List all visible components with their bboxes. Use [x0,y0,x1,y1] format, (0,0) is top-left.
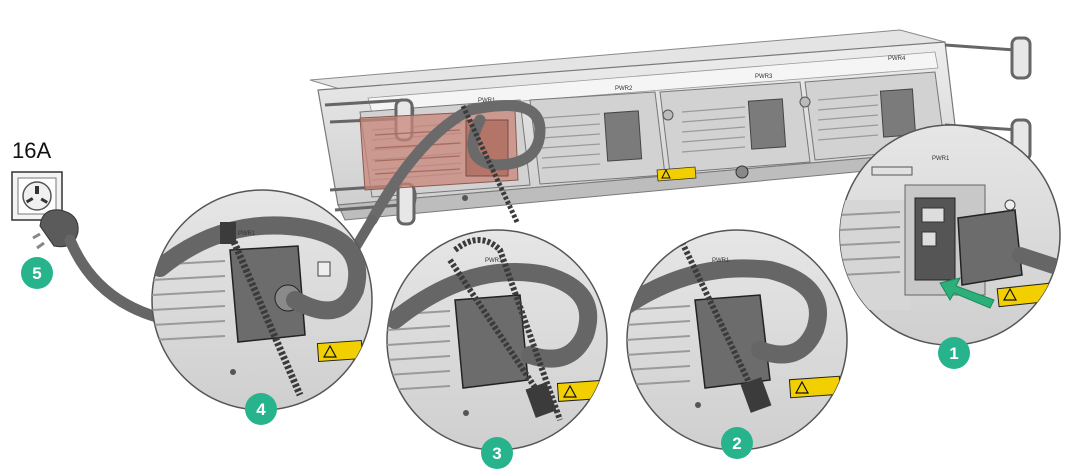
cable-tie-icon [453,237,563,421]
step-badge-2: 2 [721,427,753,459]
callout-step-2: PWR1 [626,229,848,451]
callout-step-3: PWR1 [386,229,608,451]
power-cord [366,100,546,226]
chassis-screw [462,195,468,201]
slot-label-pwr1: PWR1 [478,98,496,104]
warning-icon [794,380,810,394]
warning-icon [661,168,671,179]
psu-slot-3: PWR3 [656,74,811,182]
insert-arrow-icon [939,277,995,309]
svg-text:5: 5 [32,264,41,283]
cable-tie-icon [460,104,520,224]
cable-tie-icon [677,236,758,397]
callout-step-4: PWR1 [151,189,373,411]
svg-text:1: 1 [949,344,958,363]
step-badge-1: 1 [938,337,970,369]
callout-2-slot-label: PWR1 [712,258,730,264]
callout-4-slot-label: PWR1 [238,231,256,237]
chassis: PWR1 PWR2 PWR3 [309,29,1032,226]
svg-text:2: 2 [732,434,741,453]
chassis-screw [735,165,749,179]
step-badge-4: 4 [245,393,277,425]
callout-step-1: PWR1 [839,124,1061,346]
psu-slot-2: PWR2 [529,86,666,185]
wall-outlet: 16A [11,138,166,324]
power-socket-icon [22,181,52,211]
step-badge-5: 5 [21,257,53,289]
power-cord [64,234,166,324]
svg-text:4: 4 [256,400,266,419]
warning-icon [1002,287,1018,301]
callout-3-slot-label: PWR1 [485,258,503,264]
warning-icon [322,344,338,358]
warning-icon [562,384,578,398]
svg-text:3: 3 [492,444,501,463]
slot-label-pwr3: PWR3 [755,74,773,80]
callout-1-slot-label: PWR1 [932,156,950,162]
cable-tie-icon [224,226,304,397]
slot-label-pwr4: PWR4 [888,56,906,62]
outlet-rating-label: 16A [12,138,51,163]
slot-label-pwr2: PWR2 [615,86,633,92]
power-plug [957,209,1023,286]
step-badge-3: 3 [481,437,513,469]
